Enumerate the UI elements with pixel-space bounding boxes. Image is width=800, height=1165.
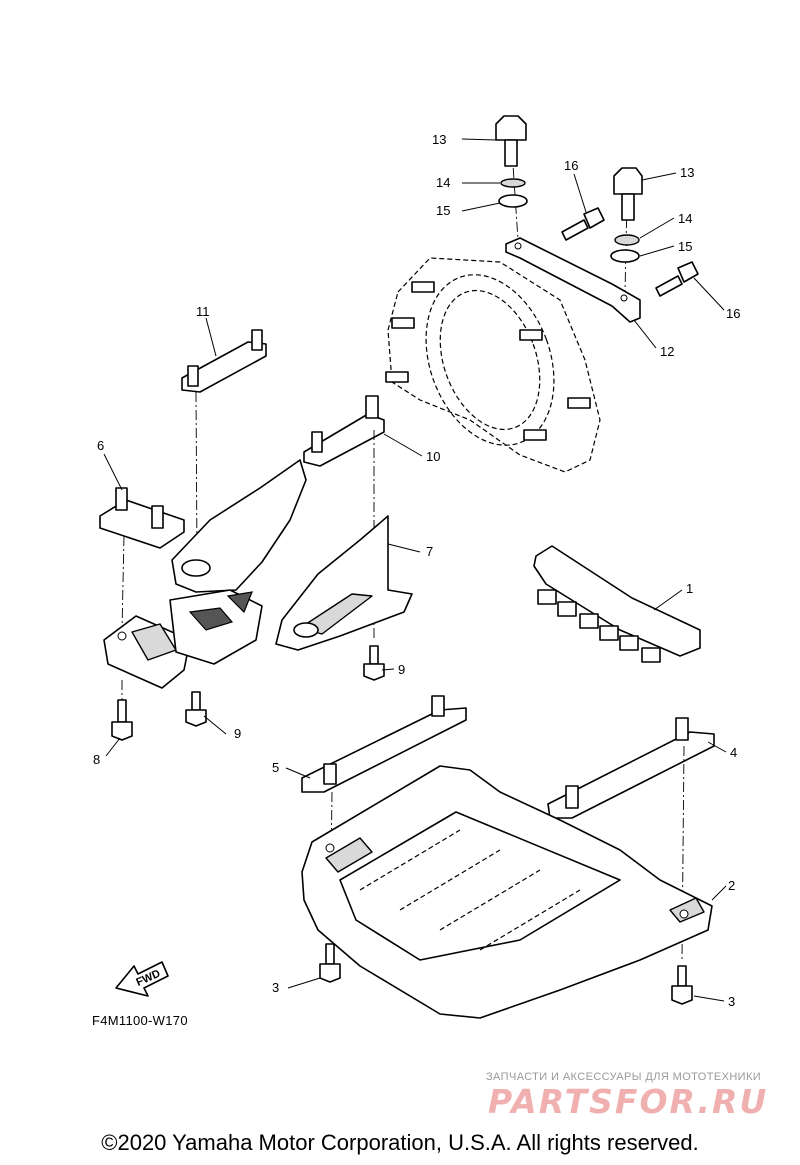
part-13-bolt-b <box>613 167 643 221</box>
diagram-reference-code: F4M1100-W170 <box>92 1013 188 1028</box>
callout-3: 3 <box>272 980 279 995</box>
watermark-logo: PARTSFOR.RU <box>488 1082 788 1121</box>
part-15-washer-b <box>610 249 640 263</box>
part-3-bolt-b <box>671 965 693 1005</box>
part-5-damper <box>301 695 467 793</box>
callout-2: 2 <box>728 878 735 893</box>
callout-13: 13 <box>432 132 446 147</box>
callout-7: 7 <box>426 544 433 559</box>
callout-15: 15 <box>678 239 692 254</box>
callout-8: 8 <box>93 752 100 767</box>
engine-mount-ghost <box>385 257 601 473</box>
callout-14: 14 <box>678 211 692 226</box>
part-13-bolt-a <box>495 115 527 167</box>
leader-lines <box>103 138 727 1002</box>
callout-3: 3 <box>728 994 735 1009</box>
part-9-bolt-b <box>185 691 207 727</box>
part-8-bolt <box>111 699 133 741</box>
fwd-arrow-icon: FWD <box>115 961 169 997</box>
watermark-tagline: ЗАПЧАСТИ И АКСЕССУАРЫ ДЛЯ МОТОТЕХНИКИ <box>486 1071 762 1083</box>
callout-10: 10 <box>426 449 440 464</box>
callout-14: 14 <box>436 175 450 190</box>
callout-12: 12 <box>660 344 674 359</box>
callout-9: 9 <box>234 726 241 741</box>
callout-9: 9 <box>398 662 405 677</box>
callout-13: 13 <box>680 165 694 180</box>
part-1-damper <box>533 545 701 663</box>
part-16-bolt-a <box>561 207 605 241</box>
part-10-upper-damper <box>303 395 385 467</box>
callout-11: 11 <box>196 304 210 319</box>
watermark-logo-text: PARTSFOR.RU <box>488 1082 769 1121</box>
callout-16: 16 <box>726 306 740 321</box>
callout-4: 4 <box>730 745 737 760</box>
part-14-washer-b <box>614 234 640 246</box>
part-15-washer-a <box>498 194 528 208</box>
callout-6: 6 <box>97 438 104 453</box>
part-11-upper-damper <box>181 329 267 393</box>
callout-1: 1 <box>686 581 693 596</box>
part-12-stay <box>505 237 641 323</box>
part-7-mount-base <box>103 589 263 689</box>
callout-16: 16 <box>564 158 578 173</box>
part-6-front-damper <box>99 487 185 549</box>
callout-5: 5 <box>272 760 279 775</box>
part-4-damper <box>547 717 715 819</box>
part-3-bolt-a <box>319 943 341 983</box>
part-7-engine-mount <box>171 459 413 651</box>
part-9-bolt-a <box>363 645 385 681</box>
callout-15: 15 <box>436 203 450 218</box>
part-2-bed-plate <box>301 765 713 1019</box>
callout-labels: 13 14 15 16 13 14 15 16 12 11 10 6 7 1 9… <box>93 132 740 1009</box>
part-14-washer-a <box>500 178 526 188</box>
part-16-bolt-b <box>655 261 699 297</box>
copyright-notice: ©2020 Yamaha Motor Corporation, U.S.A. A… <box>101 1130 699 1155</box>
